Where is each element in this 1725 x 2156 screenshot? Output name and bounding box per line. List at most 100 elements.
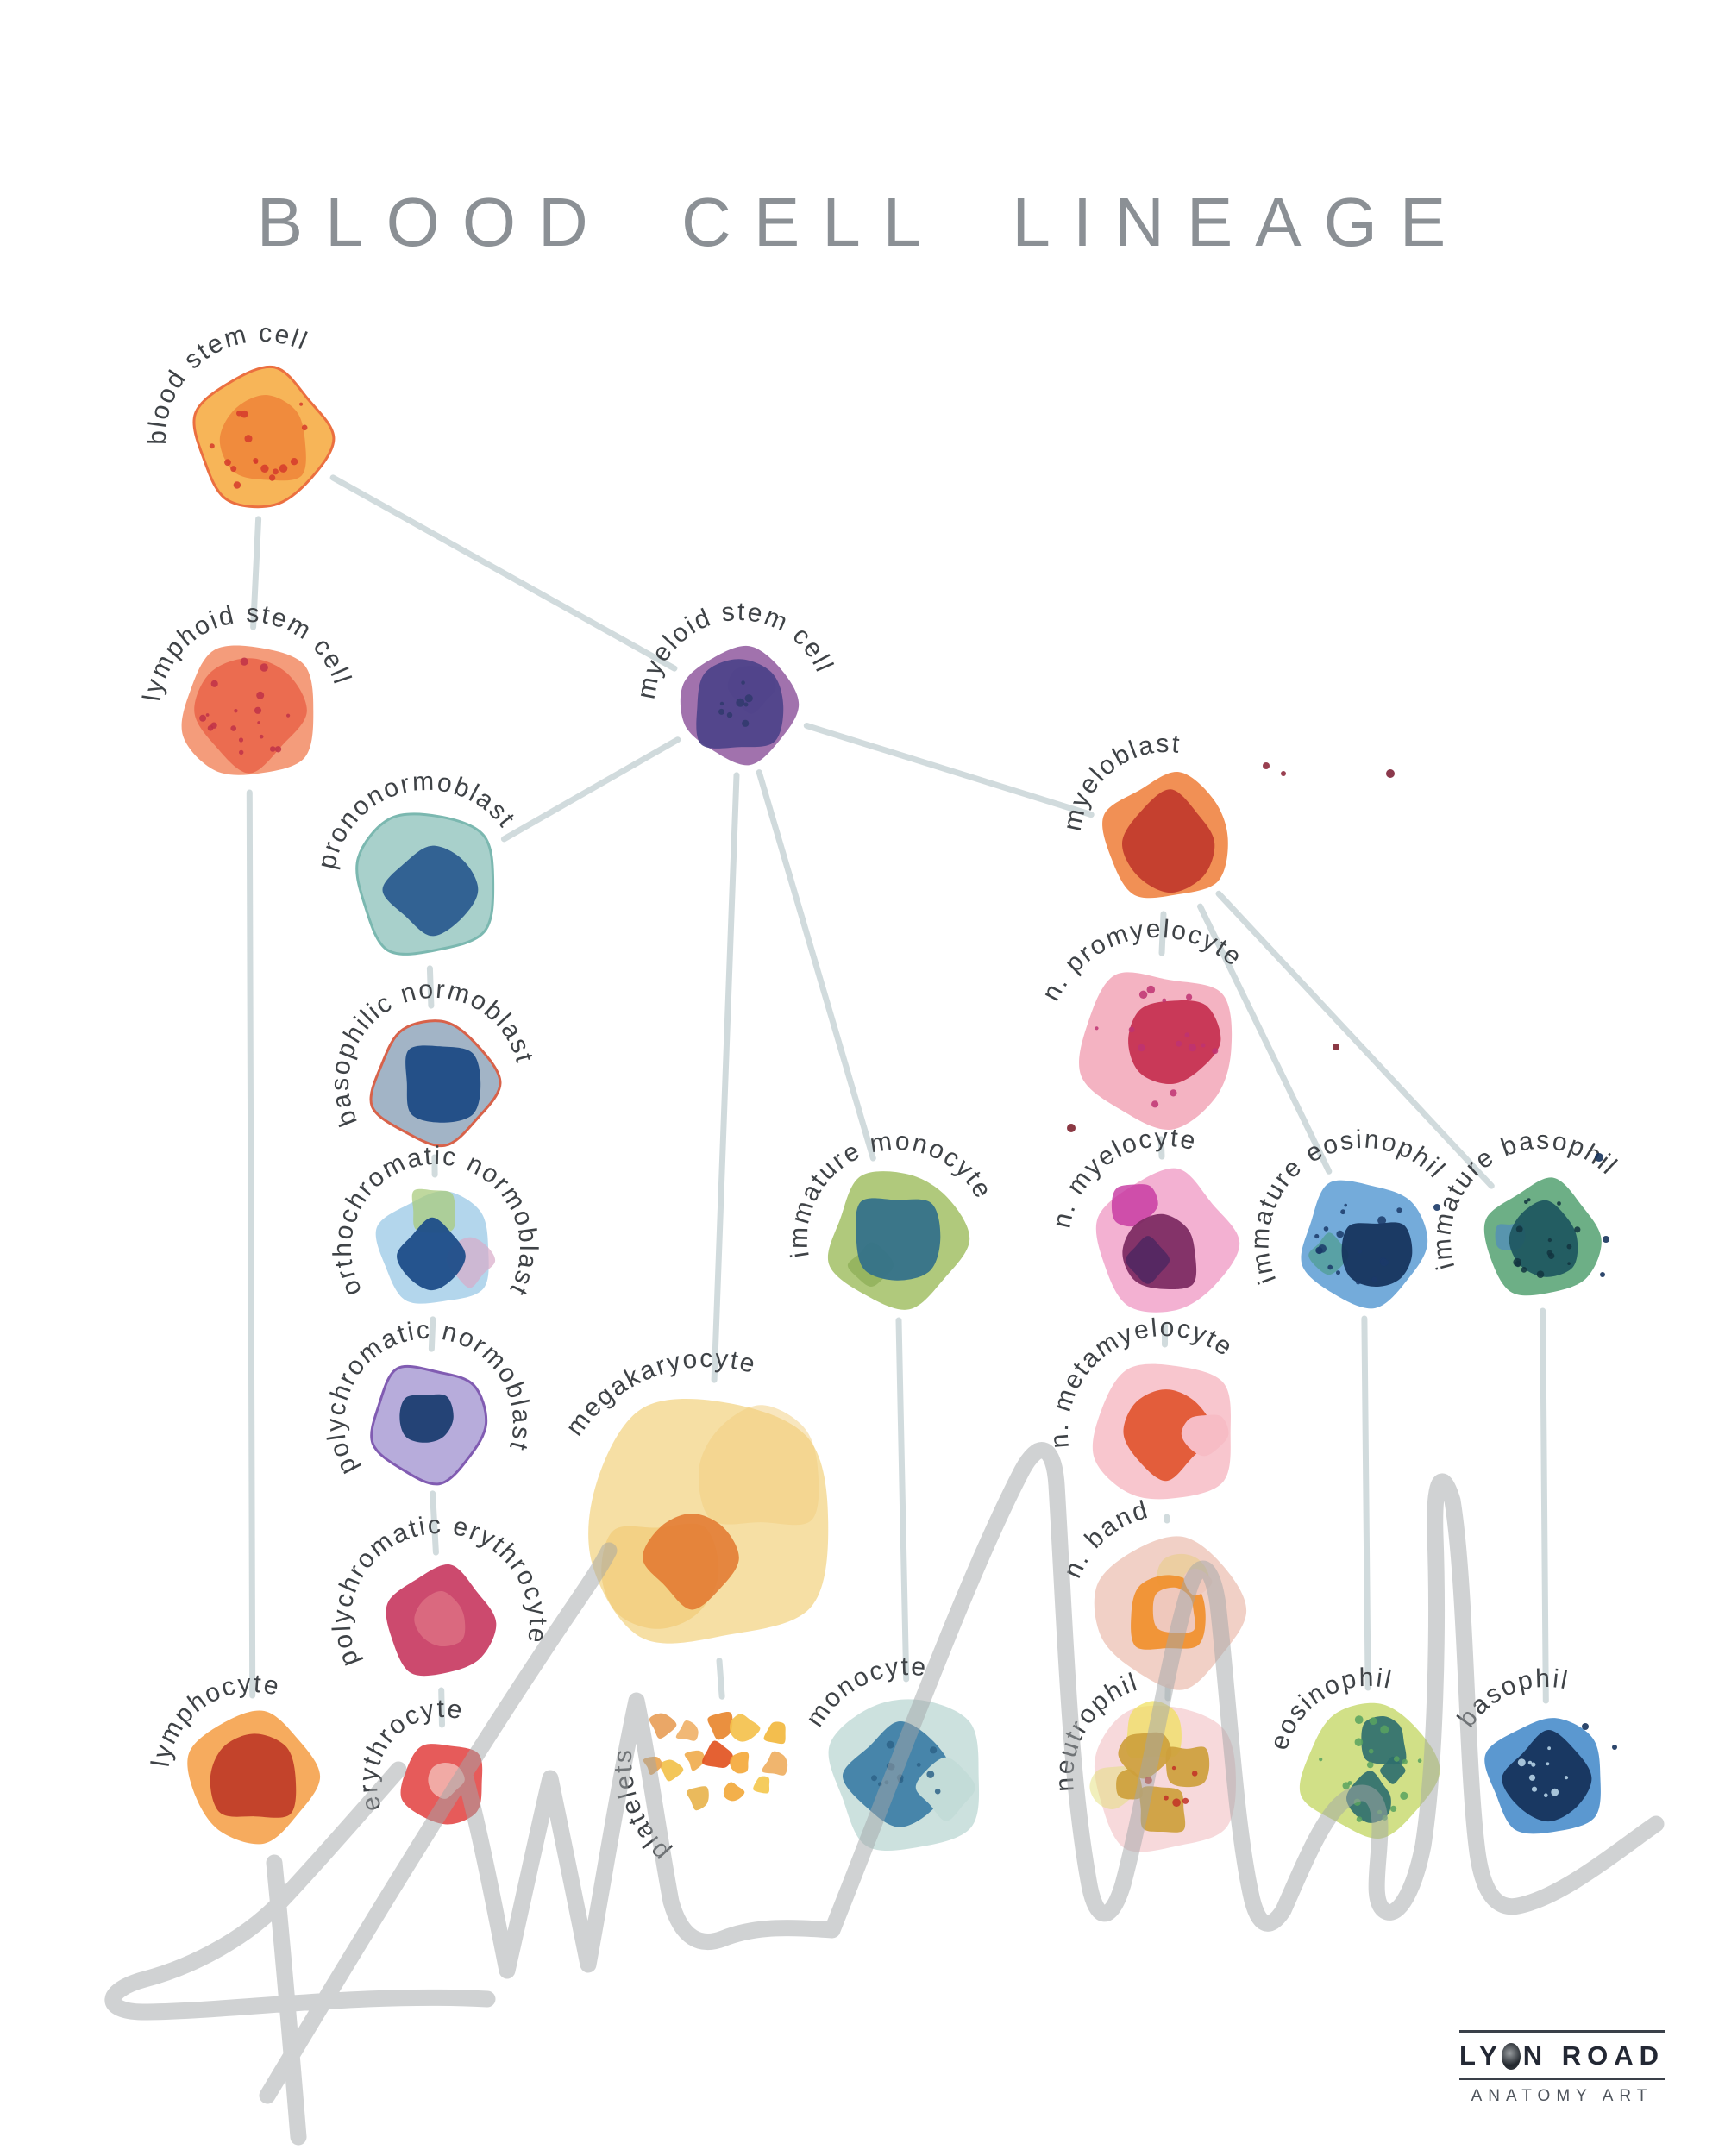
cell-speckle xyxy=(1546,1250,1552,1257)
cell-speckle xyxy=(1095,1026,1099,1031)
cell-speckle xyxy=(260,663,268,672)
platelet-blob xyxy=(684,1750,706,1771)
platelet-blob xyxy=(762,1751,788,1776)
cell-mye: n. myelocyte xyxy=(1047,1124,1240,1313)
cell-speckle xyxy=(274,746,282,753)
cell-speckle xyxy=(934,1788,941,1795)
ink-splat-o-icon xyxy=(1501,2042,1521,2070)
cell-nucleus xyxy=(1121,789,1215,893)
cell-speckle xyxy=(1191,1771,1198,1777)
cell-nucleus xyxy=(399,1394,454,1443)
cell-meta: n. metamyelocyte xyxy=(1045,1313,1237,1500)
cell-speckle xyxy=(1417,1758,1422,1763)
page-title: BLOOD CELL LINEAGE xyxy=(256,184,1469,260)
connector-line-myb-ibas xyxy=(1215,890,1495,1189)
connector-line-ono-pno xyxy=(428,1316,436,1352)
cell-speckle xyxy=(1521,1267,1527,1273)
cell-nucleus xyxy=(382,845,479,937)
cell-speckle xyxy=(254,706,262,714)
cell-speckle xyxy=(1138,1044,1145,1052)
cell-speckle xyxy=(741,680,745,685)
logo-brand-right: N ROAD xyxy=(1522,2040,1665,2071)
cell-speckle xyxy=(299,402,304,406)
cell-tint xyxy=(1308,1232,1349,1275)
cell-speckle xyxy=(1547,1746,1551,1751)
cell-speckle xyxy=(244,435,253,443)
cell-speckle xyxy=(1354,1738,1364,1746)
cell-bsc: blood stem cell xyxy=(143,319,336,509)
cell-speckle xyxy=(290,458,298,466)
cell-speckle xyxy=(1531,1786,1538,1792)
cell-speckle xyxy=(1369,1717,1377,1726)
cell-speckle xyxy=(1201,1043,1206,1048)
connector-line-ieo-eo xyxy=(1361,1315,1371,1691)
cell-nucleus xyxy=(856,1198,941,1281)
cell-speckle xyxy=(1551,1788,1559,1796)
platelet-blob xyxy=(753,1776,770,1794)
cell-nucleus xyxy=(210,1733,297,1818)
cell-speckle xyxy=(1377,1216,1387,1225)
connector-line-imono-mono xyxy=(895,1317,910,1683)
cell-speckle xyxy=(1515,1261,1521,1268)
cell-speckle xyxy=(1531,1762,1536,1767)
cell-speckle xyxy=(1396,1207,1402,1213)
cell-speckle xyxy=(199,714,207,722)
cell-speckle xyxy=(1212,1048,1219,1055)
connector-line-pno-pe xyxy=(430,1490,439,1556)
cell-speckle xyxy=(1380,1725,1389,1734)
cell-speckle xyxy=(1356,1816,1363,1822)
cell-speckle xyxy=(726,711,733,718)
cell-speckle xyxy=(1138,990,1148,1000)
platelet-blob xyxy=(707,1712,733,1740)
connector-line-mega-plt xyxy=(716,1658,725,1700)
cell-speckle xyxy=(1402,1758,1408,1764)
cell-speckle xyxy=(259,734,264,739)
cell-speckle xyxy=(1315,1246,1323,1254)
platelet-blob xyxy=(730,1714,761,1742)
connector-line-pro-bno xyxy=(426,965,435,1009)
connector-line-bsc-lsc xyxy=(250,516,262,630)
cell-speckle xyxy=(1319,1758,1323,1762)
cell-speckle xyxy=(1340,1209,1346,1215)
connector-line-pmy-mye xyxy=(1157,1136,1165,1160)
paint-speck xyxy=(1595,1153,1603,1162)
paint-speck xyxy=(1433,1204,1440,1211)
cell-speckle xyxy=(1390,1805,1397,1812)
cell-speckle xyxy=(930,1746,938,1754)
cell-speckle xyxy=(1336,1230,1344,1238)
cell-speckle xyxy=(1517,1758,1526,1767)
cell-speckle xyxy=(1186,993,1193,1000)
cell-speckle xyxy=(742,719,750,727)
cell-speckle xyxy=(744,694,753,703)
cell-speckle xyxy=(736,698,745,707)
cell-speckle xyxy=(1188,1044,1196,1052)
cell-speckle xyxy=(743,702,749,707)
platelet-blob xyxy=(723,1782,745,1802)
cell-nucleus xyxy=(1123,1389,1213,1482)
connector-line-msc-myb xyxy=(803,723,1095,818)
cell-speckle xyxy=(871,1775,877,1782)
paint-speck xyxy=(1067,1124,1076,1132)
paint-speck xyxy=(1582,1723,1589,1730)
cell-speckle xyxy=(1528,1774,1536,1781)
cell-lym: lymphocyte xyxy=(147,1670,321,1845)
cell-speckle xyxy=(238,737,244,743)
cell-speckle xyxy=(1354,1715,1364,1724)
cell-speckle xyxy=(1547,1238,1552,1243)
cell-pro: prononormoblast xyxy=(312,768,519,956)
cell-pmy: n. promyelocyte xyxy=(1037,915,1246,1131)
connector-line-myb-ieo xyxy=(1197,903,1333,1175)
cell-tint xyxy=(1111,1184,1158,1227)
cell-speckle xyxy=(253,458,259,464)
logo-subtitle: ANATOMY ART xyxy=(1471,2087,1653,2105)
paint-speck xyxy=(1386,769,1395,778)
cell-speckle xyxy=(1371,1276,1377,1282)
cell-speckle xyxy=(1327,1264,1333,1270)
connector-line-lsc-lym xyxy=(246,789,256,1699)
cell-mega: megakaryocyte xyxy=(561,1344,829,1644)
cell-speckle xyxy=(1544,1793,1548,1797)
cell-speckle xyxy=(1564,1776,1569,1780)
